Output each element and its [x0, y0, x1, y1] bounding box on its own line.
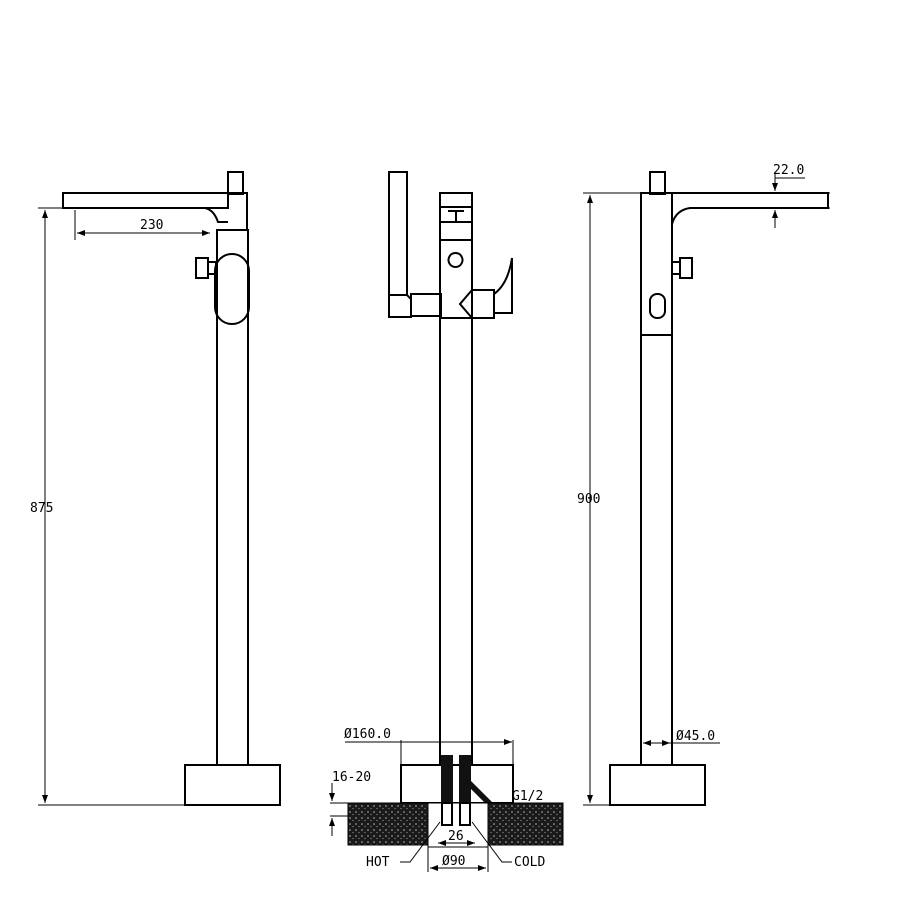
column-diameter-label: Ø45.0: [676, 729, 715, 744]
column: [640, 192, 673, 766]
spout-reach-label: 230: [140, 218, 163, 233]
handle-oval: [214, 253, 250, 325]
lever-base: [458, 289, 495, 319]
shower-connector: [410, 293, 442, 317]
hole-diameter-label: Ø90: [442, 854, 465, 869]
shower-holder: [649, 293, 666, 319]
floor-thickness-label: 16-20: [332, 770, 371, 785]
cold-label: COLD: [514, 855, 545, 870]
base: [609, 764, 706, 806]
hot-label: HOT: [366, 855, 390, 870]
cold-leader: [471, 821, 512, 863]
column: [216, 229, 249, 766]
left-side-view: 875 230: [30, 171, 281, 806]
keyhole-icon: [447, 252, 464, 268]
diverter-knob: [227, 171, 244, 195]
pipe-spacing-label: 26: [448, 829, 464, 844]
right-side-view: 900 22.0 Ø45.0: [577, 163, 830, 806]
front-view: Ø160.0 16-20 G1/2 26 Ø90 HOT COLD: [329, 171, 564, 872]
spout-curve: [204, 207, 228, 223]
base: [184, 764, 281, 806]
diverter-knob: [649, 171, 666, 195]
right-height-label: 900: [577, 492, 600, 507]
thread-label: G1/2: [512, 789, 543, 804]
spout-plate: [62, 192, 229, 209]
column: [439, 317, 473, 766]
hot-leader: [400, 821, 441, 863]
holder: [671, 257, 693, 279]
hand-shower: [388, 171, 408, 296]
spout-thickness-label: 22.0: [773, 163, 804, 178]
lever-handle: [493, 257, 513, 314]
left-height-label: 875: [30, 501, 53, 516]
holder: [195, 257, 217, 279]
base-diameter-label: Ø160.0: [344, 727, 391, 742]
base: [400, 764, 514, 804]
